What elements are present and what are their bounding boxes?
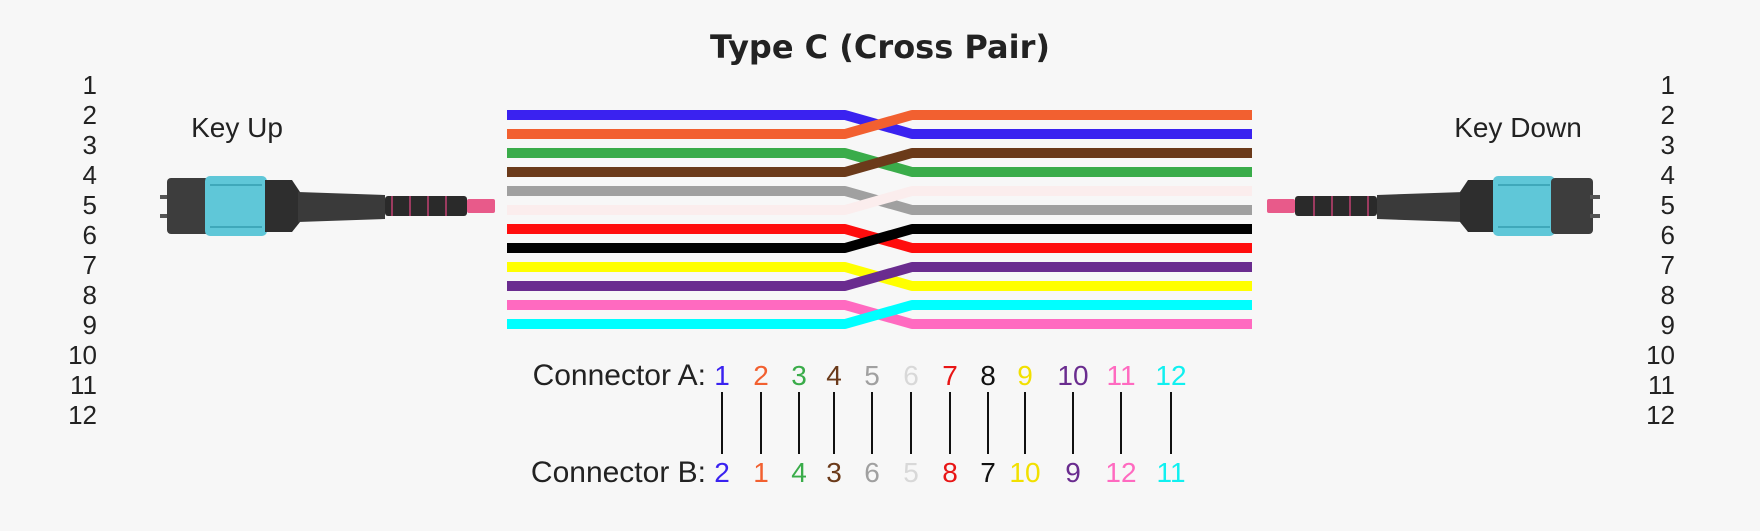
left-pin-number: 7: [83, 250, 97, 280]
connector-a-number: 6: [903, 360, 919, 391]
left-pin-number: 5: [83, 190, 97, 220]
right-pin-number: 9: [1661, 310, 1675, 340]
left-pin-number: 9: [83, 310, 97, 340]
connector-b-number: 9: [1065, 457, 1081, 488]
connector-b-number: 3: [826, 457, 842, 488]
fiber-ribbon: [507, 110, 1252, 329]
right-pin-number: 11: [1648, 370, 1675, 400]
connector-b-number: 11: [1156, 457, 1185, 488]
connector-b-number: 4: [791, 457, 807, 488]
connector-a-number: 8: [980, 360, 996, 391]
connector-b-label: Connector B:: [531, 456, 706, 489]
connector-a-number: 2: [753, 360, 769, 391]
left-pin-number: 4: [83, 160, 97, 190]
fiber-strand-8: [507, 224, 1252, 253]
right-pin-number: 10: [1646, 340, 1675, 370]
right-pin-number: 7: [1661, 250, 1675, 280]
connector-b-number: 5: [903, 457, 919, 488]
connector-b-number: 10: [1009, 457, 1040, 488]
fiber-strand-4: [507, 148, 1252, 177]
connector-b-number: 2: [714, 457, 730, 488]
connector-a-number: 3: [791, 360, 807, 391]
connector-a-number: 12: [1155, 360, 1186, 391]
fiber-strand-2: [507, 110, 1252, 139]
left-pin-number: 6: [83, 220, 97, 250]
connector-b-number: 8: [942, 457, 958, 488]
connector-a-number: 1: [714, 360, 730, 391]
right-connector-icon: [1267, 176, 1600, 236]
connector-a-number: 11: [1106, 360, 1135, 391]
left-pin-number: 1: [83, 70, 97, 100]
left-pin-number: 11: [70, 370, 97, 400]
right-pin-number: 4: [1661, 160, 1675, 190]
left-pin-number: 12: [68, 400, 97, 430]
connector-a-number: 10: [1057, 360, 1088, 391]
right-pin-number: 1: [1661, 70, 1675, 100]
connector-b-number: 7: [980, 457, 996, 488]
right-pin-number: 5: [1661, 190, 1675, 220]
key-up-label: Key Up: [191, 112, 283, 143]
left-connector-icon: [160, 176, 495, 236]
diagram-title: Type C (Cross Pair): [710, 28, 1050, 66]
left-pin-number: 8: [83, 280, 97, 310]
left-pin-number: 10: [68, 340, 97, 370]
left-pin-number: 3: [83, 130, 97, 160]
connector-a-label: Connector A:: [533, 359, 706, 392]
left-pin-number: 2: [83, 100, 97, 130]
fiber-strand-6: [507, 186, 1252, 215]
right-pin-number: 6: [1661, 220, 1675, 250]
right-pin-number: 8: [1661, 280, 1675, 310]
connector-a-number: 5: [864, 360, 880, 391]
connector-a-number: 7: [942, 360, 958, 391]
connector-b-number: 6: [864, 457, 880, 488]
connector-b-number: 12: [1105, 457, 1136, 488]
connector-b-number: 1: [753, 457, 769, 488]
right-pin-number: 2: [1661, 100, 1675, 130]
fiber-strand-10: [507, 262, 1252, 291]
connector-a-number: 9: [1017, 360, 1033, 391]
fiber-strand-12: [507, 300, 1252, 329]
right-pin-number: 12: [1646, 400, 1675, 430]
connector-a-number: 4: [826, 360, 842, 391]
right-pin-number: 3: [1661, 130, 1675, 160]
key-down-label: Key Down: [1454, 112, 1582, 143]
connector-mapping-lines: [721, 392, 1172, 454]
